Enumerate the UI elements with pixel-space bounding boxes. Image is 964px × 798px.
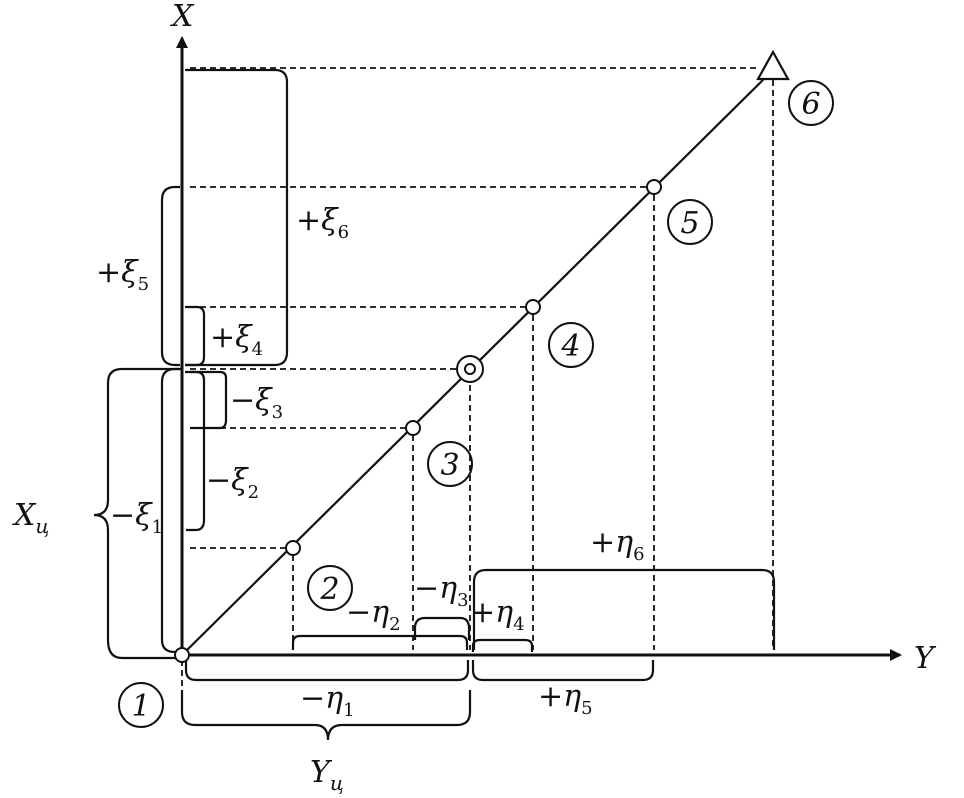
xi-3-label: −ξ3 [230,383,283,423]
brace-yc [180,690,472,741]
eta-3-label: −η3 [414,571,469,611]
point-label-6: 6 [788,80,834,126]
point-label-1: 1 [118,682,164,728]
xc-label: Xц [12,498,49,538]
xi-5-label: +ξ5 [96,255,149,295]
svg-text:3: 3 [440,448,459,483]
point-4-marker [525,299,541,315]
yc-label: Yц [310,755,344,795]
center-marker-inner [464,363,476,375]
point-1-marker [174,647,190,663]
point-5-marker [646,179,662,195]
brace-xi3 [190,370,228,430]
y-axis-label: Y [914,641,937,676]
brace-xi1 [160,367,182,654]
svg-text:6: 6 [801,87,820,122]
xi-1-label: −ξ1 [110,498,163,538]
brace-eta3 [413,616,471,640]
point-6-triangle [756,49,790,81]
svg-text:4: 4 [560,329,580,364]
eta-1-label: −η1 [300,681,355,721]
eta-2-label: −η2 [346,595,401,635]
point-label-2: 2 [307,565,353,611]
brace-xi4 [185,305,206,367]
brace-eta5 [471,660,655,682]
svg-text:2: 2 [319,572,339,607]
brace-xi2 [185,370,206,532]
brace-eta2 [291,634,469,650]
xi-6-label: +ξ6 [296,203,349,243]
brace-xi5 [160,185,180,367]
brace-xi6 [185,68,289,367]
point-2-marker [285,540,301,556]
x-axis-label: X [170,0,195,34]
eta-4-label: +η4 [470,595,525,635]
eta-6-label: +η6 [590,525,645,565]
brace-xc [93,367,182,660]
svg-text:1: 1 [131,689,150,724]
point-label-3: 3 [427,441,473,487]
eta-5-label: +η5 [538,679,593,719]
svg-text:5: 5 [680,206,699,241]
point-3-marker [405,420,421,436]
point-label-4: 4 [548,322,594,368]
brace-eta6 [472,568,776,650]
xi-4-label: +ξ4 [210,320,263,360]
brace-eta1 [184,660,470,682]
point-label-5: 5 [667,199,713,245]
xi-2-label: −ξ2 [206,463,259,503]
brace-eta4 [471,638,534,652]
